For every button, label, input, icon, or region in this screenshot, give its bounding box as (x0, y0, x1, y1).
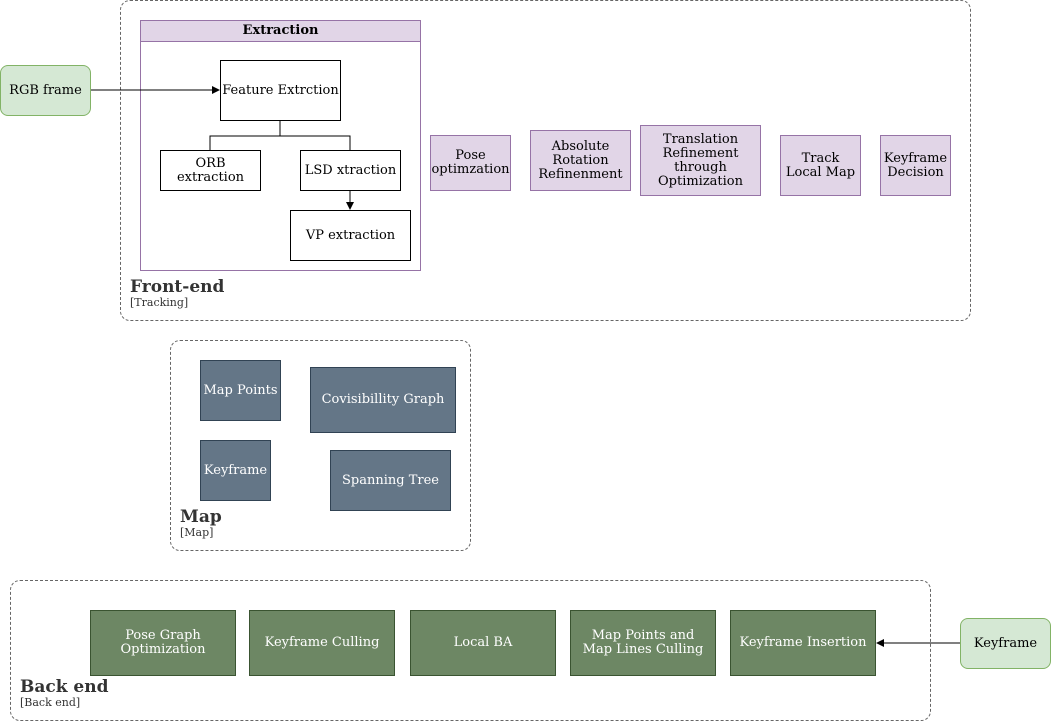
map-subtitle: [Map] (180, 526, 214, 539)
lsd-extraction-box[interactable]: LSD xtraction (300, 150, 401, 191)
keyframe-decision-box[interactable]: Keyframe Decision (880, 135, 951, 196)
map-points-box[interactable]: Map Points (200, 360, 281, 421)
absolute-rotation-box[interactable]: Absolute Rotation Refinenment (530, 130, 631, 191)
vp-extraction-box[interactable]: VP extraction (290, 210, 411, 261)
feature-to-lsd-connector (280, 135, 351, 150)
keyframe-insertion-box[interactable]: Keyframe Insertion (730, 610, 876, 676)
map-group (170, 340, 471, 551)
backend-title: Back end (20, 677, 109, 697)
local-ba-box[interactable]: Local BA (410, 610, 556, 676)
pose-optimization-box[interactable]: Pose optimzation (430, 135, 511, 191)
spanning-tree-box[interactable]: Spanning Tree (330, 450, 451, 511)
translation-refinement-box[interactable]: Translation Refinement through Optimizat… (640, 125, 761, 196)
map-keyframe-box[interactable]: Keyframe (200, 440, 271, 501)
rgb-frame-input[interactable]: RGB frame (0, 65, 91, 116)
covisibility-graph-box[interactable]: Covisibillity Graph (310, 367, 456, 433)
map-title: Map (180, 507, 222, 527)
feature-tree-connector (209, 121, 281, 150)
track-local-map-box[interactable]: Track Local Map (780, 135, 861, 196)
map-points-lines-culling-box[interactable]: Map Points and Map Lines Culling (570, 610, 716, 676)
keyframe-culling-box[interactable]: Keyframe Culling (249, 610, 395, 676)
feature-extraction-box[interactable]: Feature Extrction (220, 60, 341, 121)
frontend-title: Front-end (130, 277, 225, 297)
frontend-group (120, 0, 971, 321)
frontend-subtitle: [Tracking] (130, 296, 189, 309)
extraction-header: Extraction (141, 21, 420, 42)
keyframe-input[interactable]: Keyframe (960, 618, 1051, 669)
pose-graph-optimization-box[interactable]: Pose Graph Optimization (90, 610, 236, 676)
orb-extraction-box[interactable]: ORB extraction (160, 150, 261, 191)
backend-subtitle: [Back end] (20, 696, 81, 709)
